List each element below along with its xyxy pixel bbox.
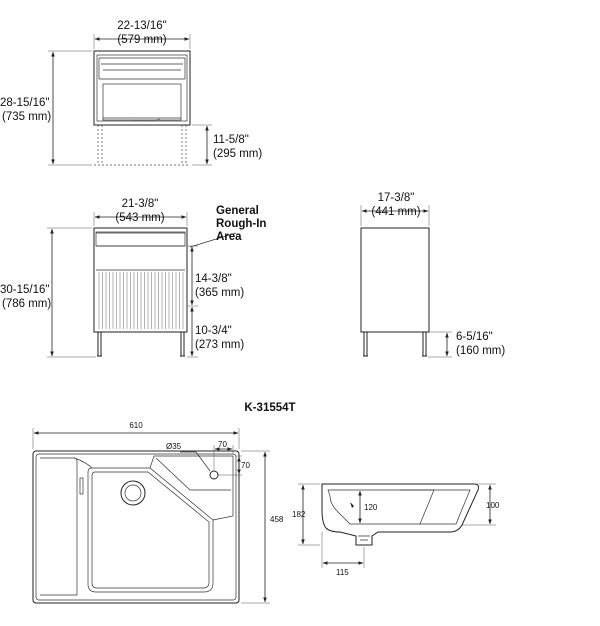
top-clearance-label: 11-5/8" bbox=[213, 134, 249, 146]
drain-offset-label: 115 bbox=[336, 568, 349, 577]
rough-in-height-label: 14-3/8" bbox=[195, 273, 232, 285]
front-height-mm: (786 mm) bbox=[2, 298, 51, 310]
drain-diameter-label: Ø35 bbox=[166, 442, 182, 451]
side-vanity-view bbox=[360, 205, 452, 358]
faucet-offset-x-label: 70 bbox=[218, 440, 227, 449]
side-depth-mm: (441 mm) bbox=[371, 206, 420, 218]
top-width-mm: (579 mm) bbox=[117, 34, 166, 46]
front-vanity-view bbox=[47, 212, 237, 358]
front-width-mm: (543 mm) bbox=[115, 212, 164, 224]
sink-width-label: 610 bbox=[129, 421, 143, 430]
model-number: K-31554T bbox=[244, 402, 295, 414]
faucet-offset-y-label: 70 bbox=[241, 461, 250, 470]
top-width-label: 22-13/16" bbox=[117, 20, 166, 32]
basin-depth-label: 120 bbox=[364, 503, 378, 512]
rough-in-callout-line2: Rough-In bbox=[216, 218, 266, 230]
sink-plan-view bbox=[32, 428, 270, 604]
front-leg-mm: (273 mm) bbox=[195, 339, 244, 351]
side-leg-label: 6-5/16" bbox=[456, 331, 493, 343]
side-leg-mm: (160 mm) bbox=[456, 345, 505, 357]
top-vanity-view bbox=[48, 34, 212, 166]
rim-height-label: 100 bbox=[486, 501, 500, 510]
side-depth-label: 17-3/8" bbox=[378, 192, 415, 204]
section-height-label: 182 bbox=[292, 510, 306, 519]
rough-in-callout-line1: General bbox=[216, 205, 259, 217]
top-height-mm: (735 mm) bbox=[2, 111, 51, 123]
top-clearance-mm: (295 mm) bbox=[213, 148, 262, 160]
rough-in-height-mm: (365 mm) bbox=[195, 287, 244, 299]
sink-section-view bbox=[298, 483, 496, 568]
rough-in-callout-line3: Area bbox=[216, 231, 242, 243]
front-leg-label: 10-3/4" bbox=[195, 325, 232, 337]
front-height-label: 30-15/16" bbox=[0, 284, 49, 296]
front-width-label: 21-3/8" bbox=[122, 198, 159, 210]
sink-depth-label: 458 bbox=[270, 515, 284, 524]
top-height-label: 28-15/16" bbox=[0, 97, 49, 109]
